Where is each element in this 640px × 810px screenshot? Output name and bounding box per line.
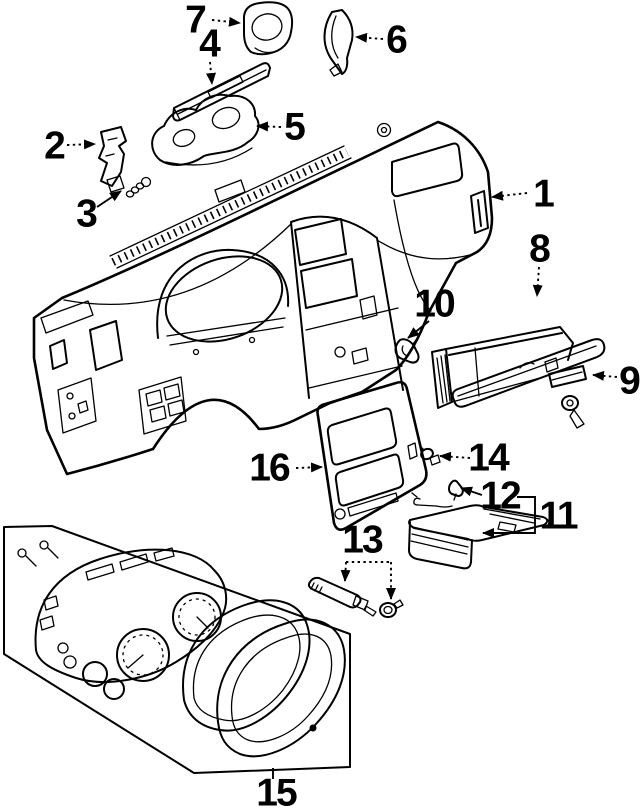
callout-7[interactable]: 7 — [185, 0, 207, 42]
callout-15[interactable]: 15 — [256, 772, 299, 810]
leader-2 — [66, 139, 96, 150]
callout-8[interactable]: 8 — [529, 228, 552, 271]
callout-2[interactable]: 2 — [44, 125, 67, 168]
center-bezel-drawing — [316, 380, 428, 531]
leader-14 — [439, 451, 471, 462]
leader-10 — [407, 320, 430, 339]
leader-5 — [256, 121, 282, 132]
console-tray-drawing — [408, 504, 550, 570]
leader-9 — [592, 370, 618, 381]
leader-12 — [460, 486, 483, 497]
corner-bracket-drawing — [323, 9, 354, 77]
callout-10[interactable]: 10 — [414, 283, 457, 326]
callout-13[interactable]: 13 — [342, 519, 385, 562]
leader-4 — [206, 61, 216, 85]
glove-box-lock-drawing — [544, 357, 587, 429]
leader-8 — [532, 266, 543, 297]
callout-1[interactable]: 1 — [533, 173, 556, 216]
cigarette-lighter-drawing — [307, 576, 404, 618]
dashboard-panel-drawing — [32, 120, 494, 476]
leader-13-left — [340, 561, 351, 582]
side-bracket-drawing — [98, 126, 127, 193]
leader-3 — [96, 190, 122, 208]
callout-14[interactable]: 14 — [468, 437, 512, 480]
retainer-clip-drawing — [394, 335, 420, 364]
callout-11[interactable]: 11 — [539, 495, 580, 538]
callout-16[interactable]: 16 — [249, 447, 292, 490]
callout-leaders — [66, 16, 618, 779]
center-vent-assembly-drawing — [151, 93, 260, 166]
leader-16 — [295, 462, 323, 473]
glove-box-drawing — [431, 326, 606, 409]
leader-7 — [211, 16, 241, 27]
callout-numbers: 1 2 3 4 5 6 7 8 9 10 11 12 13 14 15 16 — [44, 0, 640, 810]
instrument-cluster-inset — [3, 525, 351, 774]
callout-9[interactable]: 9 — [619, 360, 640, 403]
callout-12[interactable]: 12 — [480, 475, 523, 518]
leader-1 — [491, 190, 528, 201]
knob-drawing — [419, 445, 441, 466]
leader-6 — [355, 32, 384, 43]
callout-6[interactable]: 6 — [386, 19, 409, 62]
callout-5[interactable]: 5 — [284, 106, 307, 149]
leader-11-bracket — [482, 496, 536, 538]
screw-drawing — [125, 176, 152, 198]
vent-ring-drawing — [242, 1, 294, 56]
callout-3[interactable]: 3 — [76, 193, 99, 236]
